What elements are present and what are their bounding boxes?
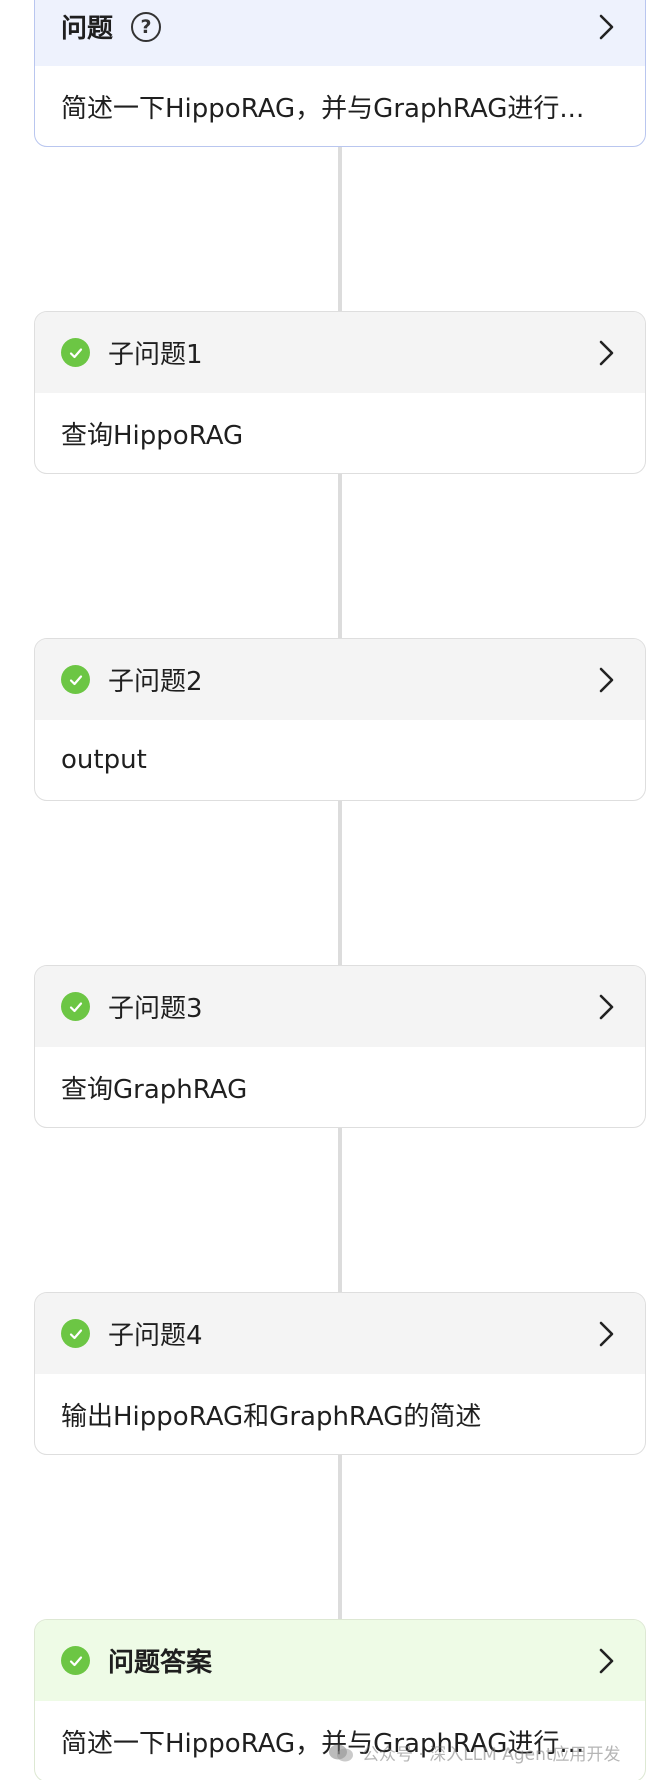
subquestion-body: 输出HippoRAG和GraphRAG的简述 <box>35 1374 645 1454</box>
subquestion-card[interactable]: 子问题2 output <box>34 638 646 801</box>
subquestion-title: 子问题3 <box>108 994 203 1024</box>
chevron-right-icon[interactable] <box>595 992 619 1022</box>
connector-line <box>338 473 342 638</box>
subquestion-card-header[interactable]: 子问题3 <box>35 966 645 1047</box>
subquestion-text: 查询GraphRAG <box>61 1074 248 1105</box>
check-circle-icon <box>61 992 90 1021</box>
watermark-text: 公众号 · 深入LLM Agent应用开发 <box>362 1745 621 1765</box>
chevron-right-icon[interactable] <box>595 1319 619 1349</box>
subquestion-card[interactable]: 子问题3 查询GraphRAG <box>34 965 646 1128</box>
connector-line <box>338 1454 342 1619</box>
subquestion-body: 查询GraphRAG <box>35 1047 645 1127</box>
check-circle-icon <box>61 1319 90 1348</box>
wechat-icon <box>329 1744 353 1761</box>
subquestion-card[interactable]: 子问题1 查询HippoRAG <box>34 311 646 474</box>
question-title: 问题 <box>61 14 114 44</box>
subquestion-card-header[interactable]: 子问题2 <box>35 639 645 720</box>
chevron-right-icon[interactable] <box>595 12 619 42</box>
check-circle-icon <box>61 1646 90 1675</box>
watermark: 公众号 · 深入LLM Agent应用开发 <box>328 1740 621 1765</box>
subquestion-title: 子问题1 <box>108 340 203 370</box>
subquestion-title: 子问题2 <box>108 667 203 697</box>
question-card[interactable]: 问题 ? 简述一下HippoRAG，并与GraphRAG进行... <box>34 0 646 147</box>
subquestion-card-header[interactable]: 子问题4 <box>35 1293 645 1374</box>
subquestion-card-header[interactable]: 子问题1 <box>35 312 645 393</box>
question-body: 简述一下HippoRAG，并与GraphRAG进行... <box>35 66 645 146</box>
subquestion-title: 子问题4 <box>108 1321 203 1351</box>
subquestion-card[interactable]: 子问题4 输出HippoRAG和GraphRAG的简述 <box>34 1292 646 1455</box>
connector-line <box>338 1127 342 1292</box>
subquestion-text: 输出HippoRAG和GraphRAG的简述 <box>61 1401 482 1432</box>
subquestion-body: output <box>35 720 645 800</box>
answer-card[interactable]: 问题答案 简述一下HippoRAG，并与GraphRAG进行... <box>34 1619 646 1780</box>
chevron-right-icon[interactable] <box>595 338 619 368</box>
question-text: 简述一下HippoRAG，并与GraphRAG进行... <box>61 93 585 124</box>
subquestion-text: 查询HippoRAG <box>61 420 244 451</box>
chevron-right-icon[interactable] <box>595 1646 619 1676</box>
check-circle-icon <box>61 665 90 694</box>
check-circle-icon <box>61 338 90 367</box>
connector-line <box>338 800 342 965</box>
subquestion-text: output <box>61 745 147 775</box>
subquestion-body: 查询HippoRAG <box>35 393 645 473</box>
connector-line <box>338 146 342 311</box>
chevron-right-icon[interactable] <box>595 665 619 695</box>
question-card-header[interactable]: 问题 ? <box>35 0 645 66</box>
answer-card-header[interactable]: 问题答案 <box>35 1620 645 1701</box>
answer-title: 问题答案 <box>108 1648 213 1678</box>
question-circle-icon[interactable]: ? <box>131 11 162 42</box>
